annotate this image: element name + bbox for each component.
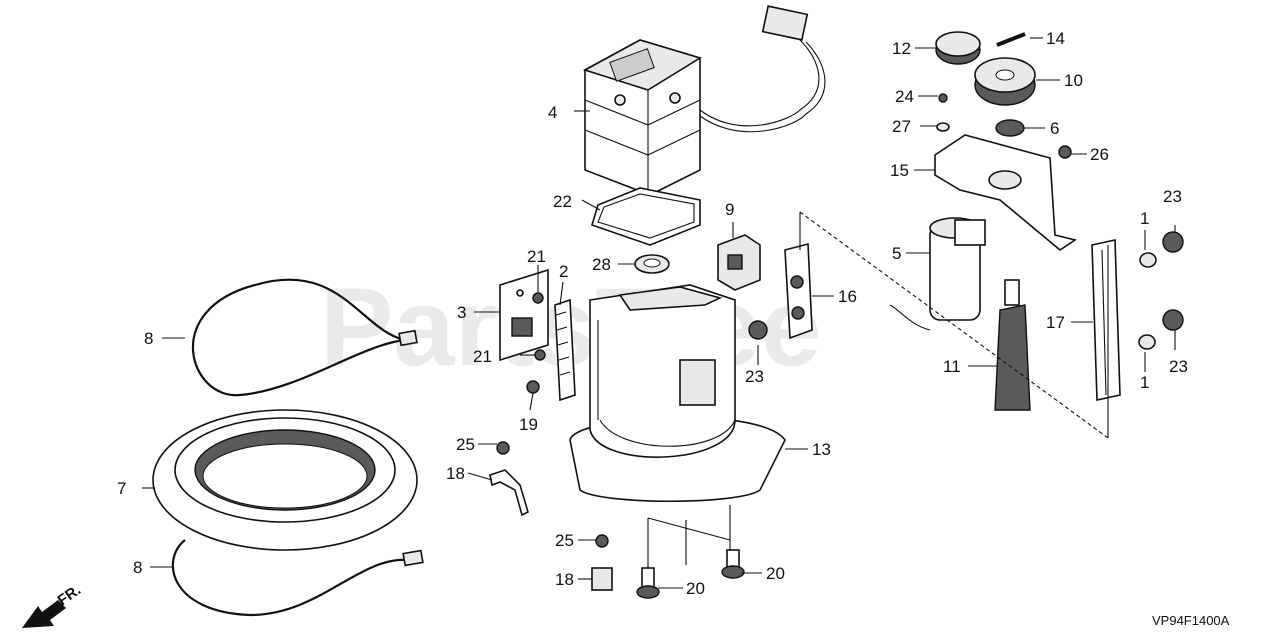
sensor-board-part[interactable]: [499, 268, 549, 362]
callout-5: 5: [892, 244, 901, 263]
washer-part[interactable]: [936, 122, 950, 132]
callout-21-lower: 21: [473, 347, 492, 366]
callout-8-upper: 8: [144, 329, 153, 348]
screw-23-lower-right[interactable]: [1162, 309, 1184, 331]
spring-part[interactable]: [995, 119, 1025, 137]
gasket-part[interactable]: [591, 187, 701, 246]
bushing-1-lower[interactable]: [1138, 334, 1156, 350]
screw-21-lower[interactable]: [534, 349, 546, 361]
screw-23-middle[interactable]: [748, 320, 768, 340]
callout-12: 12: [892, 39, 911, 58]
callout-18-lower: 18: [555, 570, 574, 589]
switch-part[interactable]: [717, 234, 761, 291]
callout-3: 3: [457, 303, 466, 322]
screw-24[interactable]: [938, 93, 948, 103]
ring-part[interactable]: [152, 409, 418, 551]
screw-23-upper-right[interactable]: [1162, 231, 1184, 253]
callout-15: 15: [890, 161, 909, 180]
callout-21-upper: 21: [527, 247, 546, 266]
gear-motor-part[interactable]: [889, 217, 986, 331]
band-lower-part[interactable]: [171, 539, 411, 617]
callout-18-upper: 18: [446, 464, 465, 483]
housing-part[interactable]: [569, 284, 786, 503]
callout-25-lower: 25: [555, 531, 574, 550]
pin-part[interactable]: [996, 32, 1026, 47]
callout-26: 26: [1090, 145, 1109, 164]
front-direction-arrow: [22, 600, 66, 628]
callout-20-left: 20: [686, 579, 705, 598]
band-upper-part[interactable]: [192, 278, 406, 397]
screw-19[interactable]: [526, 380, 540, 394]
callout-14: 14: [1046, 29, 1065, 48]
callout-1-upper: 1: [1140, 209, 1149, 228]
leader-lines: [142, 37, 1176, 589]
mount-bracket-part[interactable]: [934, 134, 1077, 251]
callout-17: 17: [1046, 313, 1065, 332]
clip-18-lower[interactable]: [591, 567, 613, 591]
callout-22: 22: [553, 192, 572, 211]
callout-6: 6: [1050, 119, 1059, 138]
callout-10: 10: [1064, 71, 1083, 90]
screw-21-upper[interactable]: [532, 292, 544, 304]
callout-7: 7: [117, 479, 126, 498]
rail-part[interactable]: [1091, 239, 1121, 401]
screw-25-lower[interactable]: [595, 534, 609, 548]
small-gear-part[interactable]: [935, 31, 981, 65]
screw-26[interactable]: [1058, 145, 1072, 159]
bolt-20-left[interactable]: [636, 567, 660, 599]
bushing-1-upper[interactable]: [1139, 252, 1157, 268]
callout-23-upper-right: 23: [1163, 187, 1182, 206]
callout-2: 2: [559, 262, 568, 281]
bolt-20-right[interactable]: [721, 549, 745, 579]
diagram-code: VP94F1400A: [1152, 613, 1230, 628]
worm-screw-part[interactable]: [994, 279, 1031, 411]
callout-16: 16: [838, 287, 857, 306]
callout-25-upper: 25: [456, 435, 475, 454]
callout-4: 4: [548, 103, 557, 122]
callout-20-right: 20: [766, 564, 785, 583]
callout-11: 11: [943, 357, 961, 376]
callout-23-lower-right: 23: [1169, 357, 1188, 376]
callout-1-lower: 1: [1140, 373, 1149, 392]
callout-13: 13: [812, 440, 831, 459]
clip-18-upper[interactable]: [489, 469, 529, 517]
callout-27: 27: [892, 117, 911, 136]
callout-9: 9: [725, 200, 734, 219]
callout-8-lower: 8: [133, 558, 142, 577]
screw-25-upper[interactable]: [496, 441, 510, 455]
callout-24: 24: [895, 87, 914, 106]
callout-28: 28: [592, 255, 611, 274]
callout-19: 19: [519, 415, 538, 434]
bracket-plate-part[interactable]: [784, 242, 813, 340]
motor-assembly-part[interactable]: [582, 5, 826, 224]
large-gear-part[interactable]: [974, 57, 1036, 106]
callout-23-middle: 23: [745, 367, 764, 386]
